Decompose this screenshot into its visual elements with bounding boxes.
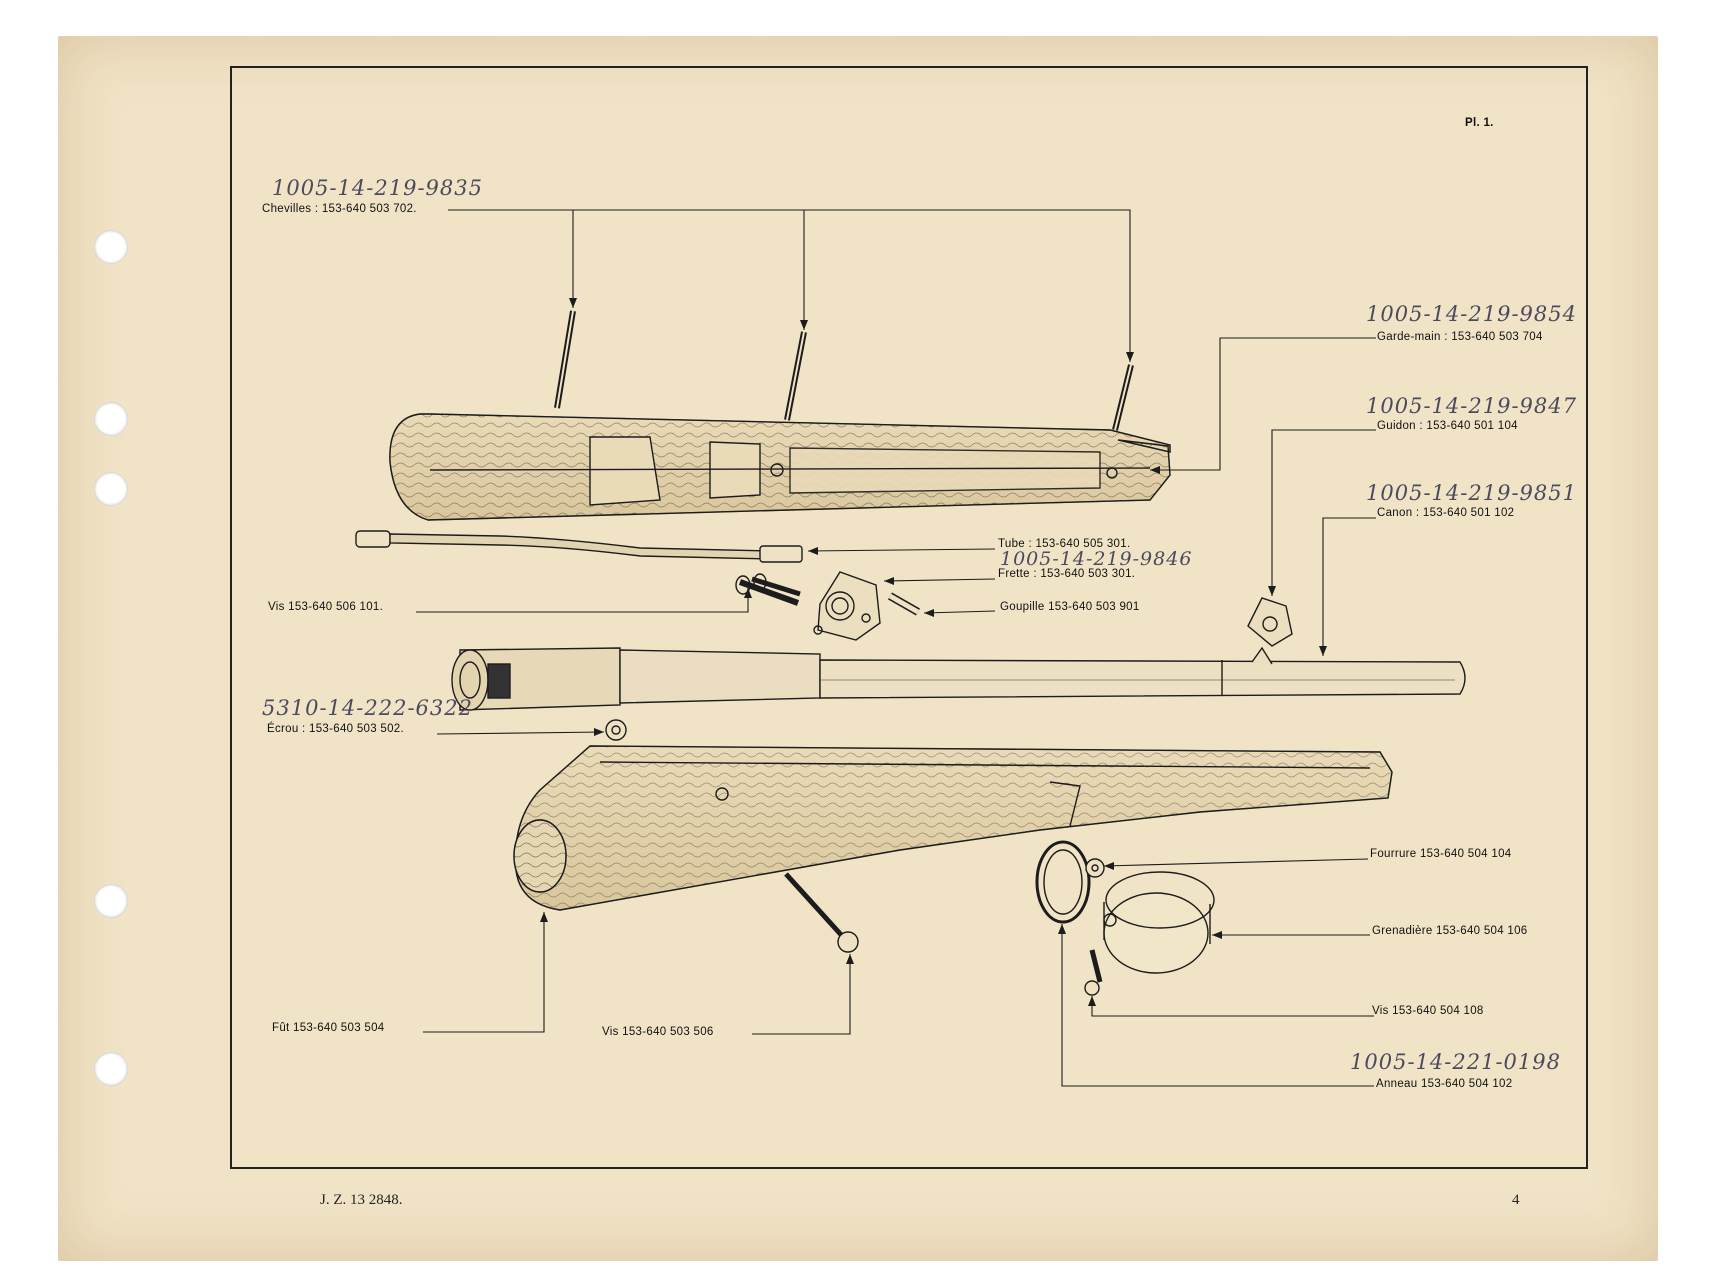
handwritten-anneau: 1005-14-221-0198 — [1350, 1050, 1561, 1074]
label-ecrou: Écrou : 153-640 503 502. — [267, 723, 404, 735]
vis-small-screw-part — [1084, 949, 1103, 996]
canon-barrel-part — [451, 646, 1466, 711]
garde-main-part — [389, 413, 1171, 521]
label-grenadiere: Grenadière 153-640 504 106 — [1372, 925, 1528, 937]
handwritten-chevilles: 1005-14-219-9835 — [272, 176, 483, 200]
leader-lines — [416, 209, 1376, 1087]
label-frette: Frette : 153-640 503 301. — [998, 568, 1136, 580]
guidon-part — [1247, 597, 1293, 647]
cheville-pin — [554, 310, 576, 409]
plate-number: Pl. 1. — [1465, 117, 1494, 129]
label-tube: Tube : 153-640 505 301. — [998, 538, 1131, 550]
goupille-part — [888, 592, 920, 616]
handwritten-garde-main: 1005-14-219-9854 — [1366, 302, 1577, 326]
tube-part — [355, 530, 803, 563]
handwritten-guidon: 1005-14-219-9847 — [1366, 394, 1577, 418]
anneau-part — [1035, 840, 1091, 924]
vis-screw-part — [735, 573, 801, 606]
fut-stock-part — [513, 745, 1393, 911]
punch-hole — [94, 402, 128, 436]
punch-hole — [94, 230, 128, 264]
label-fut: Fût 153-640 503 504 — [272, 1022, 385, 1034]
punch-hole — [94, 1052, 128, 1086]
label-goupille: Goupille 153-640 503 901 — [1000, 601, 1140, 613]
label-garde-main: Garde-main : 153-640 503 704 — [1377, 331, 1543, 343]
label-canon: Canon : 153-640 501 102 — [1377, 507, 1515, 519]
drawing-frame — [230, 66, 1588, 1169]
handwritten-frette: 1005-14-219-9846 — [1000, 548, 1193, 570]
frette-part — [813, 571, 881, 641]
cheville-pin — [1112, 364, 1134, 431]
cheville-pin — [784, 331, 807, 421]
ecrou-part — [605, 719, 627, 741]
handwritten-ecrou: 5310-14-222-6322 — [262, 696, 473, 720]
label-fourrure: Fourrure 153-640 504 104 — [1370, 848, 1512, 860]
label-anneau: Anneau 153-640 504 102 — [1376, 1078, 1513, 1090]
document-reference: J. Z. 13 2848. — [320, 1192, 403, 1208]
label-vis-1: Vis 153-640 506 101. — [268, 601, 384, 613]
arrowheads — [540, 298, 1327, 1006]
punch-hole — [94, 884, 128, 918]
page-number: 4 — [1512, 1192, 1520, 1208]
label-chevilles: Chevilles : 153-640 503 702. — [262, 203, 417, 215]
grenadiere-part — [1103, 871, 1215, 974]
vis-long-screw-part — [784, 872, 859, 953]
label-vis-3: Vis 153-640 503 506 — [602, 1026, 714, 1038]
fourrure-part — [1085, 858, 1105, 878]
label-guidon: Guidon : 153-640 501 104 — [1377, 420, 1518, 432]
label-vis-2: Vis 153-640 504 108 — [1372, 1005, 1484, 1017]
paper-sheet — [58, 36, 1658, 1261]
punch-hole — [94, 472, 128, 506]
handwritten-canon: 1005-14-219-9851 — [1366, 481, 1577, 505]
